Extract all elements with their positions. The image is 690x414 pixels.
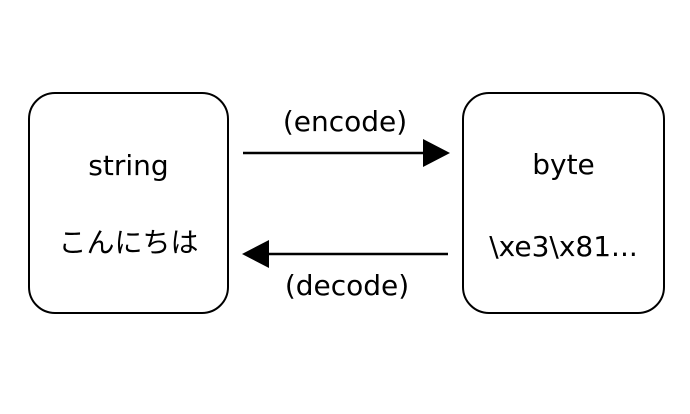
byte-node: byte \xe3\x81... — [462, 92, 665, 314]
string-node: string こんにちは — [28, 92, 229, 314]
encode-arrow-icon — [243, 139, 450, 167]
string-node-title: string — [88, 149, 169, 182]
decode-arrow-icon — [242, 240, 448, 268]
decode-arrow-label: (decode) — [284, 269, 410, 302]
byte-node-value: \xe3\x81... — [489, 230, 638, 263]
string-node-value: こんにちは — [58, 226, 199, 259]
encode-arrow-label: (encode) — [282, 105, 408, 138]
byte-node-title: byte — [532, 148, 595, 181]
